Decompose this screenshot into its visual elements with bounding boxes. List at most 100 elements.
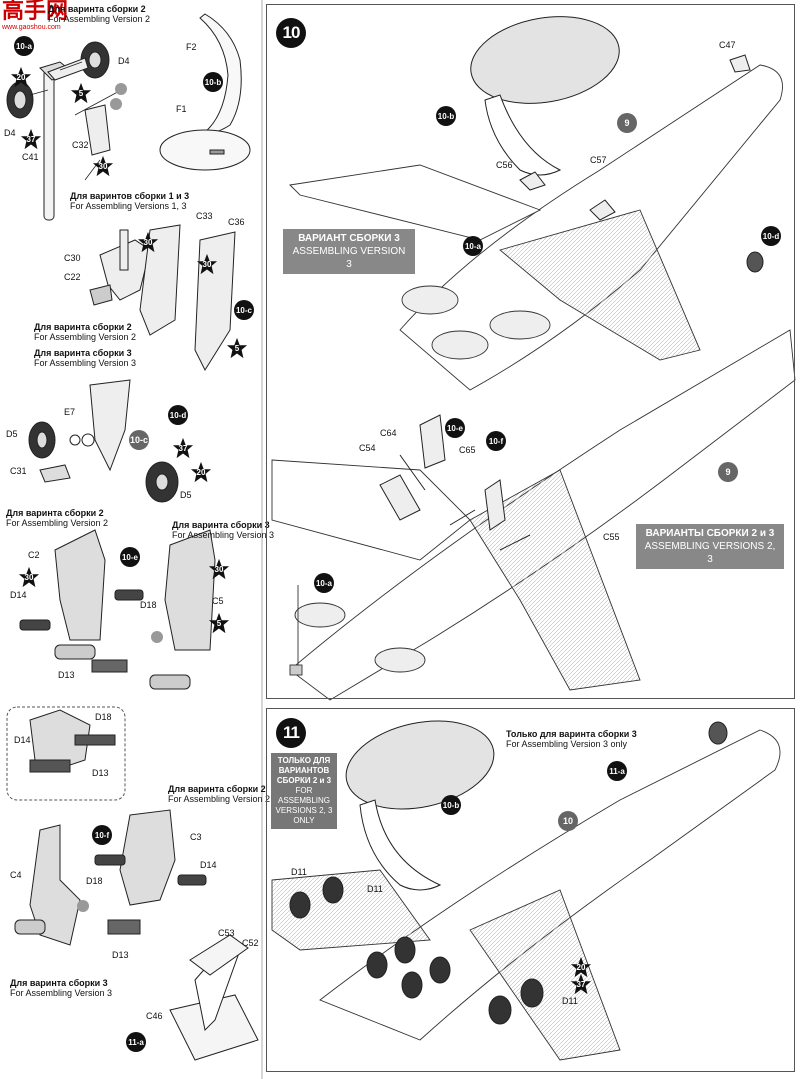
step10-upper-aircraft-drawing	[289, 64, 783, 391]
wheel-d4-right-drawing	[80, 41, 110, 79]
part-label-c53: C53	[218, 928, 235, 938]
caption-10e-version3: Для варинта сборки 3 For Assembling Vers…	[172, 520, 274, 540]
paint-star-icon: 5	[70, 82, 92, 104]
step11-number: 11	[276, 718, 306, 748]
part-label-d11: D11	[291, 867, 307, 877]
star-label: 37	[576, 979, 586, 989]
part-label-d4: D4	[4, 128, 16, 138]
part-label-d13: D13	[112, 950, 129, 960]
paint-star-icon: 30	[208, 558, 230, 580]
part-label-f1: F1	[176, 104, 187, 114]
caption-en: For Assembling Version 2	[48, 14, 151, 24]
part-label-c57: C57	[590, 155, 607, 165]
stand-f2-drawing	[159, 13, 251, 171]
part-label-d4: D4	[118, 56, 130, 66]
badge-10a: 10-a	[314, 573, 334, 593]
star-label: 30	[202, 259, 212, 269]
versions23-label-box: ВАРИАНТЫ СБОРКИ 2 и 3 ASSEMBLING VERSION…	[636, 524, 784, 569]
part-label-c65: C65	[459, 445, 476, 455]
paint-star-icon: 30	[137, 231, 159, 253]
version3-label-box: ВАРИАНТ СБОРКИ 3 ASSEMBLING VERSION 3	[283, 229, 415, 274]
only-versions23-box: ТОЛЬКО ДЛЯ ВАРИАНТОВ СБОРКИ 2 и 3 FOR AS…	[271, 753, 337, 829]
step11-dish-drawing	[345, 720, 495, 891]
star-label: 5	[234, 343, 240, 353]
part-label-d13: D13	[58, 670, 75, 680]
paint-star-icon: 37	[172, 437, 194, 459]
part-label-c55: C55	[603, 532, 620, 542]
part-label-d11: D11	[562, 996, 578, 1006]
star-label: 37	[26, 134, 36, 144]
caption-en: For Assembling Version 2	[34, 332, 137, 342]
part-label-d14: D14	[10, 590, 27, 600]
badge-11a: 11-a	[126, 1032, 146, 1052]
part-label-c32: C32	[72, 140, 89, 150]
badge-10b: 10-b	[441, 795, 461, 815]
paint-star-icon: 5	[208, 612, 230, 634]
version-box-ru: ВАРИАНТЫ СБОРКИ 2 и 3	[645, 528, 775, 539]
badge-11a: 11-a	[607, 761, 627, 781]
part-label-c2: C2	[28, 550, 40, 560]
part-label-c30: C30	[64, 253, 81, 263]
paint-star-icon: 20	[190, 461, 212, 483]
caption-ru: Только для варинта сборки 3	[506, 729, 637, 739]
paint-star-icon: 37	[20, 128, 42, 150]
only-box-en: FOR ASSEMBLING VERSIONS 2, 3 ONLY	[275, 786, 333, 825]
paint-star-icon: 30	[196, 253, 218, 275]
part-label-c36: C36	[228, 217, 245, 227]
inset-label-d13: D13	[92, 768, 109, 778]
part-label-c5: C5	[212, 596, 224, 606]
badge-10f: 10-f	[486, 431, 506, 451]
question-marker	[77, 900, 89, 912]
caption-en: For Assembling Version 2	[6, 518, 109, 528]
badge-10a: 10-a	[463, 236, 483, 256]
caption-10f-version2: Для варинта сборки 2 For Assembling Vers…	[168, 784, 270, 804]
caption-ru: Для варинтов сборки 1 и 3	[70, 191, 190, 201]
part-label-c54: C54	[359, 443, 376, 453]
part-label-d14: D14	[200, 860, 217, 870]
fuselage-badge-9: 9	[617, 113, 637, 133]
step11-wheels-drawing	[289, 721, 728, 1025]
part-label-c47: C47	[719, 40, 736, 50]
star-label: 20	[576, 962, 586, 972]
only-box-ru: ТОЛЬКО ДЛЯ ВАРИАНТОВ СБОРКИ 2 и 3	[276, 756, 332, 785]
star-label: 37	[178, 443, 188, 453]
watermark-url: www.gaoshou.com	[2, 24, 61, 31]
part-label-d18: D18	[86, 876, 103, 886]
star-label: 30	[24, 572, 34, 582]
version-box-en: ASSEMBLING VERSIONS 2, 3	[644, 541, 776, 565]
gear-10d-drawing	[28, 379, 179, 503]
caption-10c-version3: Для варинта сборки 3 For Assembling Vers…	[34, 348, 136, 368]
caption-ru: Для варинта сборки 3	[172, 520, 270, 530]
caption-ru: Для варинта сборки 3	[34, 348, 132, 358]
step10-dish-drawing	[470, 16, 620, 176]
paint-star-icon: 5	[226, 337, 248, 359]
part-label-c3: C3	[190, 832, 202, 842]
badge-10c: 10-c	[234, 300, 254, 320]
badge-10d: 10-d	[168, 405, 188, 425]
part-label-d5: D5	[6, 429, 18, 439]
part-label-c31: C31	[10, 466, 27, 476]
question-marker	[115, 83, 127, 95]
step10-lower-aircraft-drawing	[271, 329, 796, 701]
watermark: 高手网 www.gaoshou.com	[2, 0, 68, 32]
caption-en: For Assembling Versions 1, 3	[70, 201, 187, 211]
caption-10a-version2: Для варинта сборки 2 For Assembling Vers…	[48, 4, 150, 24]
caption-ru: Для варинта сборки 2	[48, 4, 146, 14]
part-label-c56: C56	[496, 160, 513, 170]
badge-10f: 10-f	[92, 825, 112, 845]
part-label-c52: C52	[242, 938, 259, 948]
caption-ru: Для варинта сборки 2	[168, 784, 266, 794]
part-label-c22: C22	[64, 272, 81, 282]
caption-10e-version2: Для варинта сборки 2 For Assembling Vers…	[6, 508, 108, 528]
badge-10d: 10-d	[761, 226, 781, 246]
badge-10e: 10-e	[120, 547, 140, 567]
star-label: 5	[216, 618, 222, 628]
caption-en: For Assembling Version 3	[172, 530, 275, 540]
paint-star-icon: 20	[10, 66, 32, 88]
gear-10e-drawing	[19, 529, 216, 690]
part-label-d5: D5	[180, 490, 192, 500]
star-label: 5	[78, 88, 84, 98]
caption-version3-only: Только для варинта сборки 3 For Assembli…	[506, 729, 637, 749]
caption-en: For Assembling Version 3	[10, 988, 113, 998]
